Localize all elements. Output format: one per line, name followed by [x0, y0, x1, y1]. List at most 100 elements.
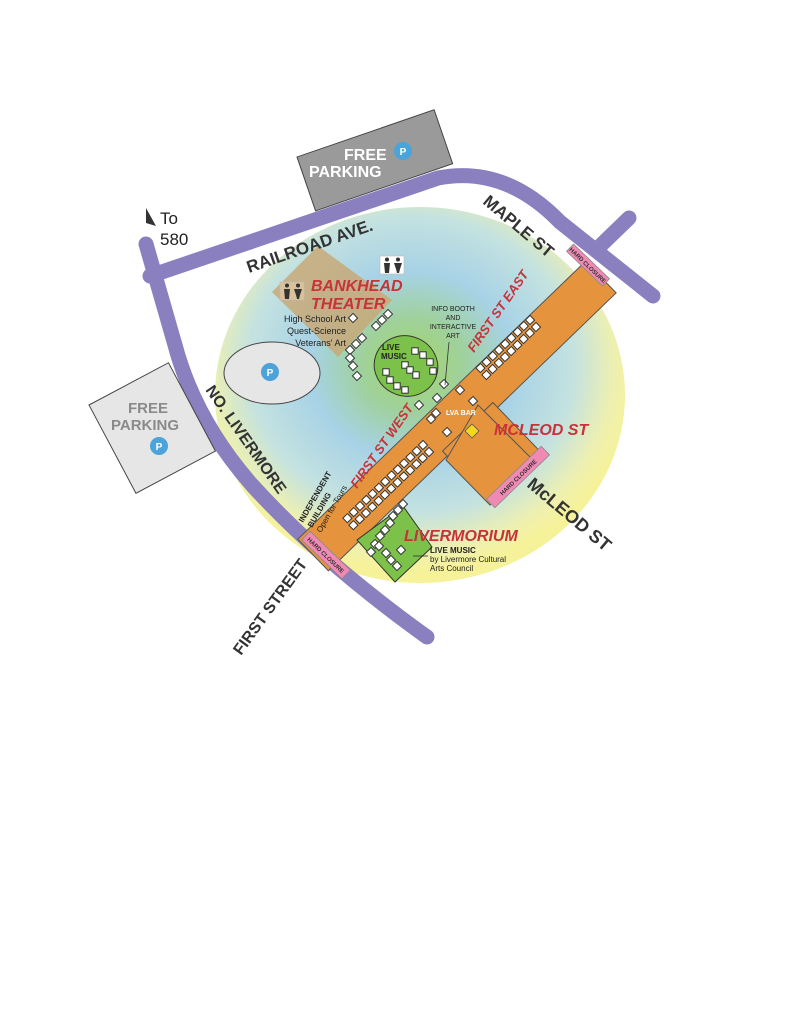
vendor-booth	[524, 314, 536, 326]
vendor-booth	[393, 382, 401, 390]
vendor-booth	[431, 392, 443, 404]
vendor-booth	[423, 446, 435, 458]
vendor-booth	[356, 332, 368, 344]
vendor-booth	[512, 326, 523, 338]
north-arrow-icon	[146, 208, 156, 226]
vendor-booth	[384, 517, 396, 529]
parking-top-line2: PARKING	[309, 164, 382, 181]
street-first-street: FIRST STREET	[230, 556, 311, 658]
vendor-booth	[367, 488, 378, 500]
restroom-icon	[379, 255, 405, 275]
bankhead-note-1: High School Art	[284, 314, 347, 324]
vendor-booth	[376, 314, 388, 326]
vendor-booth	[499, 351, 511, 363]
parking-left-line1: FREE	[128, 400, 168, 417]
vendor-booth	[505, 345, 517, 357]
vendor-booth	[487, 363, 498, 375]
direction-route: 580	[160, 230, 188, 249]
vendor-booth	[411, 445, 422, 457]
vendor-booth	[347, 312, 359, 324]
info-booth-pointer	[444, 341, 450, 386]
vendor-booth	[405, 451, 416, 463]
road-maple-north	[590, 210, 637, 256]
vendor-booth	[398, 471, 410, 482]
direction-to: To	[160, 209, 178, 228]
vendor-booth	[379, 489, 391, 500]
vendor-booth	[395, 544, 407, 556]
vendor-booth	[426, 358, 434, 366]
vendor-booth	[360, 507, 372, 519]
vendor-booth	[454, 384, 466, 396]
bankhead-theater-lot[interactable]	[272, 246, 392, 357]
vendor-booth	[429, 367, 437, 375]
vendor-booth	[391, 560, 403, 572]
vendor-booth	[380, 547, 392, 559]
vendor-booth	[354, 500, 366, 512]
vendor-booth	[413, 399, 425, 411]
vendor-booth	[370, 320, 382, 332]
vendor-booth	[382, 368, 390, 376]
vendor-booth	[467, 395, 479, 407]
vendor-booth	[379, 524, 391, 536]
vendor-booth	[481, 369, 492, 381]
vendor-booth	[351, 370, 363, 382]
vendor-booth	[373, 482, 385, 493]
vendor-booth	[499, 338, 511, 350]
vendor-booth	[430, 407, 442, 419]
parking-icon-label: P	[156, 442, 163, 453]
parking-left-line2: PARKING	[111, 417, 179, 434]
vendor-booth	[392, 477, 403, 488]
vendor-booth	[342, 512, 353, 524]
vendor-booth	[493, 344, 505, 356]
parking-icon-label: P	[400, 147, 407, 158]
livermorium-area[interactable]	[356, 505, 433, 583]
vendor-booth	[512, 339, 523, 351]
vendor-booth	[417, 452, 428, 464]
vendor-booth	[385, 554, 397, 566]
parking-top-line1: FREE	[344, 147, 387, 164]
vendor-booth	[481, 356, 492, 368]
vendor-booth	[419, 351, 427, 359]
info-booth-line4: ART	[446, 333, 461, 340]
parking-lot-top[interactable]	[296, 109, 454, 212]
vendor-booth	[361, 494, 372, 506]
parking-lot-left[interactable]	[88, 362, 217, 494]
info-booth-line1: INFO BOOTH	[431, 306, 475, 313]
live-music-line2: MUSIC	[381, 352, 407, 361]
vendor-booth	[412, 371, 420, 379]
vendor-booth	[506, 332, 517, 344]
vendor-booth	[406, 366, 414, 374]
vendor-booth	[387, 510, 399, 522]
vendor-booth	[373, 495, 384, 507]
info-marker	[464, 423, 480, 439]
livermorium-sub2: by Livermore Cultural	[430, 555, 506, 564]
bankhead-title-line2: THEATER	[311, 296, 386, 313]
vendor-booth	[385, 483, 397, 494]
booths	[342, 308, 542, 572]
bankhead-note-2: Quest-Science	[287, 326, 346, 336]
vendor-booth	[350, 338, 362, 350]
parking-icon-label: P	[267, 368, 274, 379]
bankhead-title-line1: BANKHEAD	[311, 278, 403, 295]
vendor-booth	[344, 344, 356, 356]
vendor-booth	[367, 501, 378, 513]
restroom-icon	[279, 281, 305, 301]
vendor-booth	[524, 327, 536, 339]
info-booth-line2: AND	[446, 315, 461, 322]
vendor-booth	[344, 352, 356, 364]
vendor-booth	[487, 350, 499, 362]
vendor-booth	[348, 506, 359, 518]
vendor-booth	[530, 321, 542, 333]
parking-icon	[261, 363, 279, 381]
vendor-booth	[354, 513, 365, 525]
vendor-booth	[397, 498, 409, 510]
parking-icon	[394, 142, 412, 160]
vendor-booth	[347, 360, 359, 372]
vendor-booth	[425, 413, 437, 425]
vendor-booth	[441, 426, 453, 438]
vendor-booth	[373, 540, 385, 552]
vendor-booth	[386, 470, 397, 481]
vendor-booth	[417, 439, 429, 451]
vendor-booth	[398, 458, 410, 469]
vendor-booth	[518, 333, 529, 345]
